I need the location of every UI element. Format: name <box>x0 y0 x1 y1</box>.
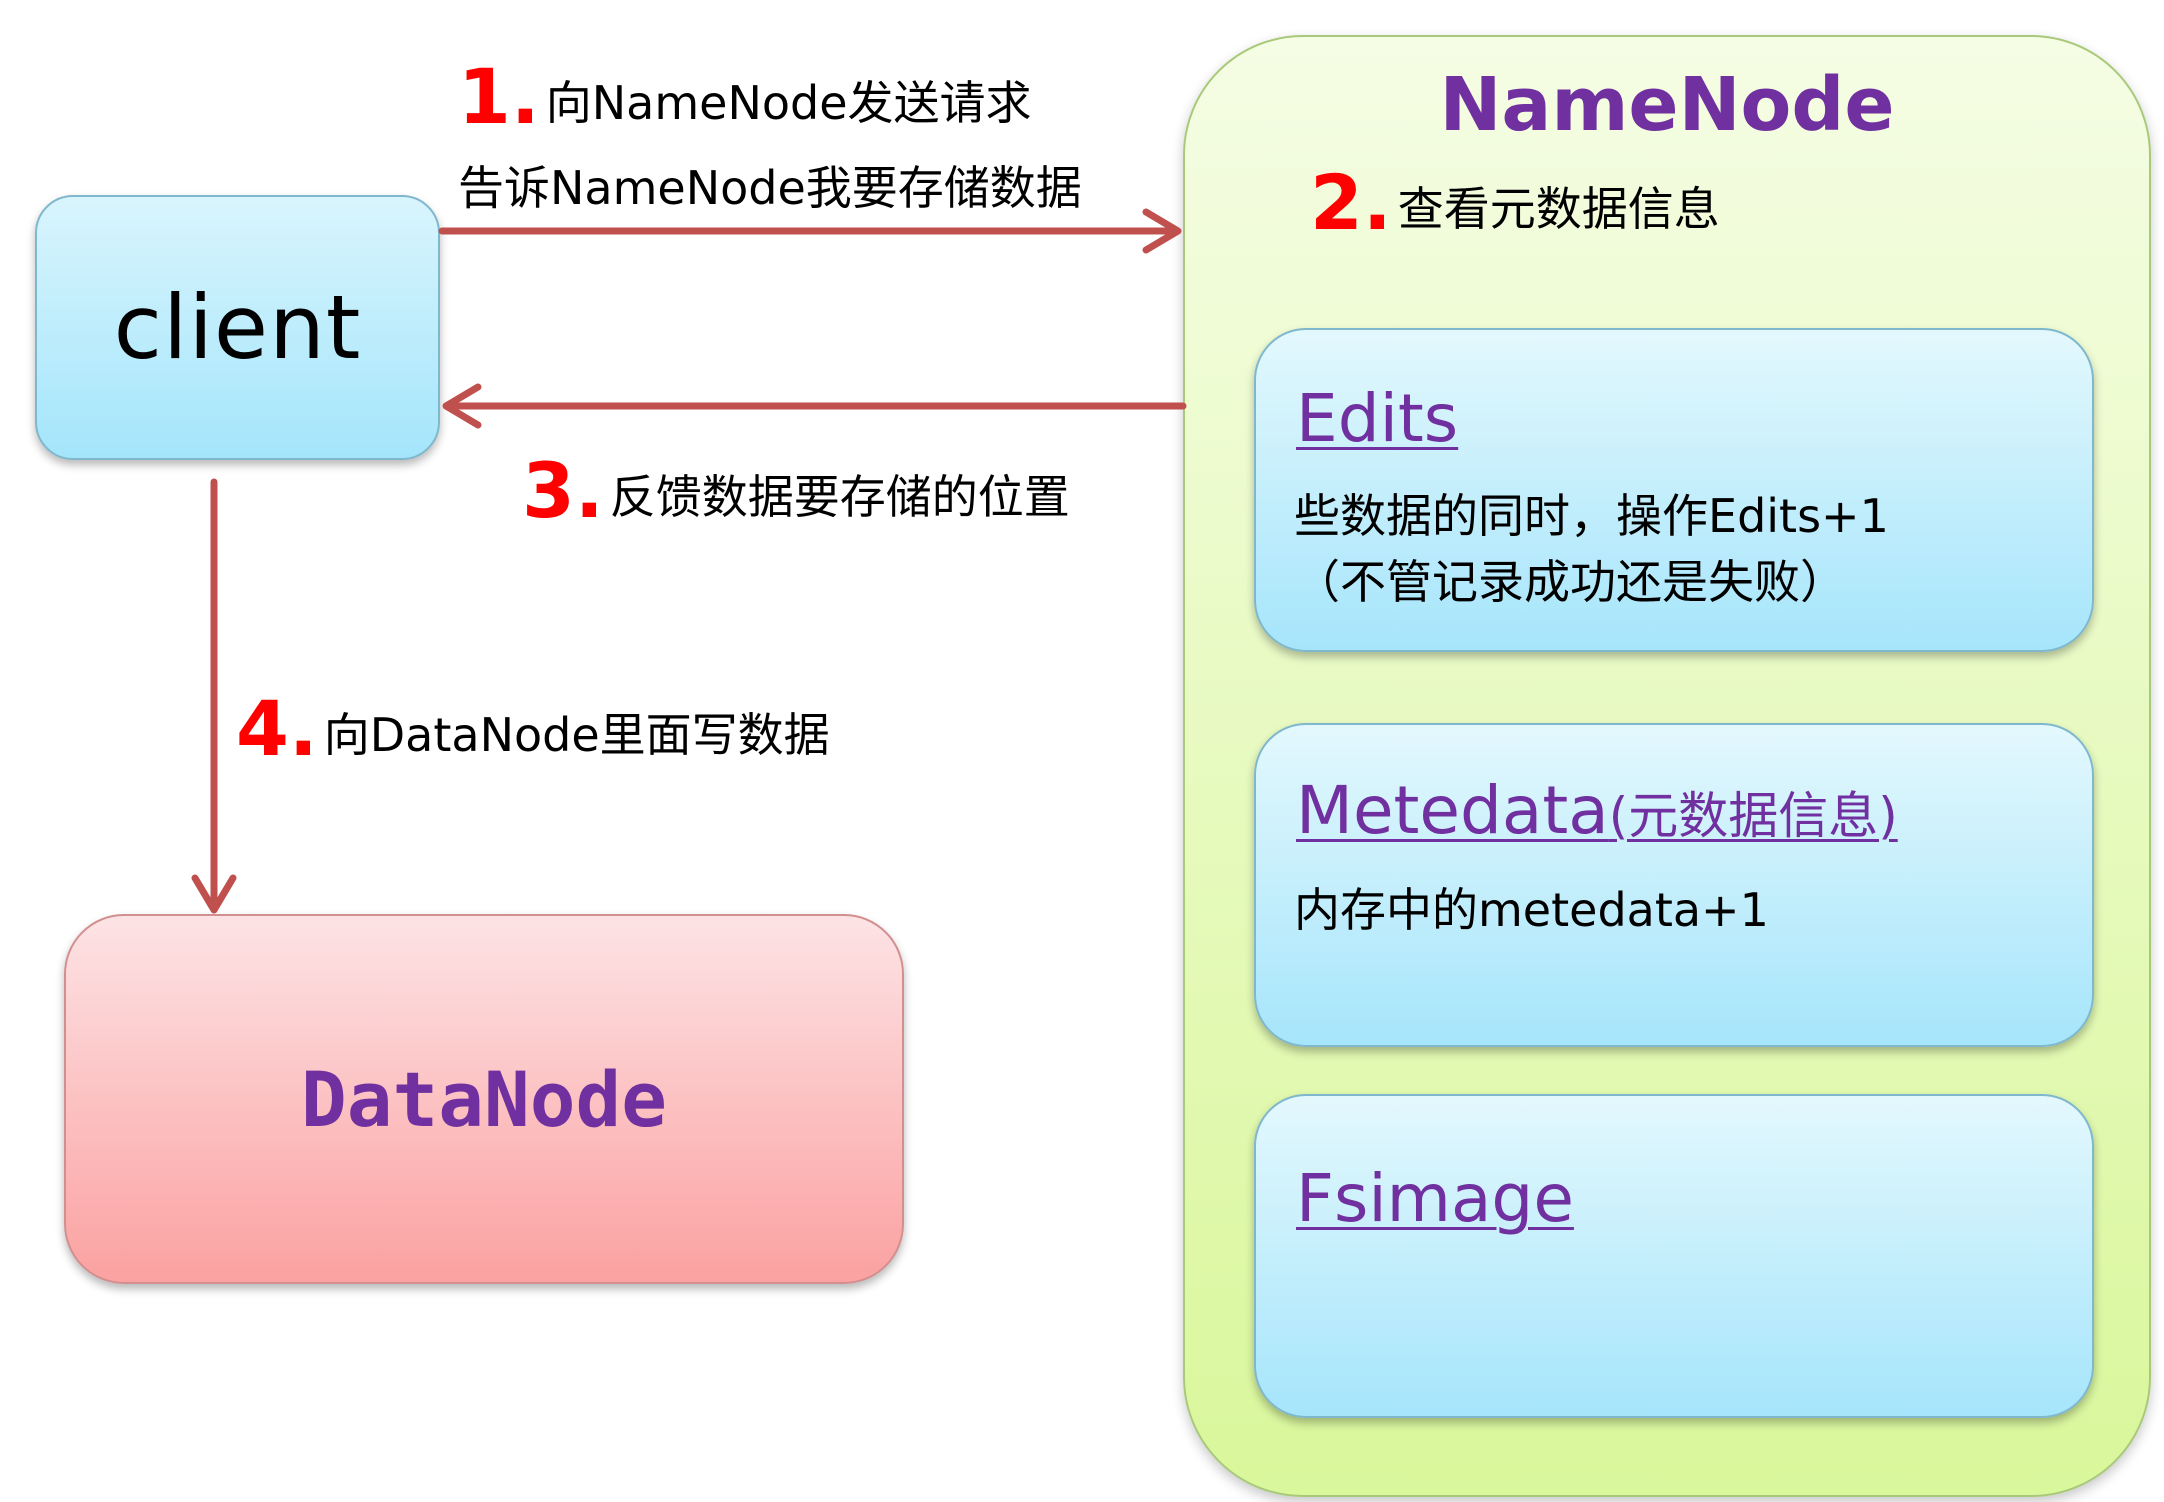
step-3-number: 3. <box>522 446 604 535</box>
edits-box <box>1254 328 2094 652</box>
step-3-text: 反馈数据要存储的位置 <box>609 470 1070 524</box>
step-2-text: 查看元数据信息 <box>1397 182 1720 236</box>
step-3: 3.反馈数据要存储的位置 <box>522 446 1070 535</box>
edits-line-2: （不管记录成功还是失败） <box>1294 555 1846 609</box>
step-1-text: 向NameNode发送请求 <box>545 76 1032 130</box>
step-4-number: 4. <box>236 684 318 773</box>
step-1-number: 1. <box>458 52 540 141</box>
metadata-title-sub: (元数据信息) <box>1608 787 1898 845</box>
datanode-node: DataNode <box>64 914 904 1284</box>
fsimage-box <box>1254 1094 2094 1418</box>
metadata-box <box>1254 723 2094 1047</box>
datanode-label: DataNode <box>300 1054 668 1144</box>
edits-title: Edits <box>1296 380 1459 457</box>
step-2-number: 2. <box>1310 158 1392 247</box>
step-4-text: 向DataNode里面写数据 <box>323 708 830 762</box>
arrow-request-head <box>1142 208 1182 254</box>
namenode-title: NameNode <box>1439 62 1895 148</box>
arrow-response-head <box>442 383 482 429</box>
metadata-title: Metedata(元数据信息) <box>1296 772 1898 849</box>
arrow-write-head <box>191 874 237 914</box>
fsimage-title: Fsimage <box>1296 1160 1574 1237</box>
step-1-line-1: 1.向NameNode发送请求 <box>458 52 1032 141</box>
metadata-title-main: Metedata <box>1296 772 1609 849</box>
step-2: 2.查看元数据信息 <box>1310 158 1720 247</box>
client-label: client <box>113 276 362 379</box>
client-node: client <box>35 195 440 460</box>
step-1-line-2: 告诉NameNode我要存储数据 <box>458 161 1082 215</box>
edits-line-1: 些数据的同时，操作Edits+1 <box>1294 489 1889 543</box>
metadata-line-1: 内存中的metedata+1 <box>1294 883 1769 937</box>
step-4: 4.向DataNode里面写数据 <box>236 684 830 773</box>
